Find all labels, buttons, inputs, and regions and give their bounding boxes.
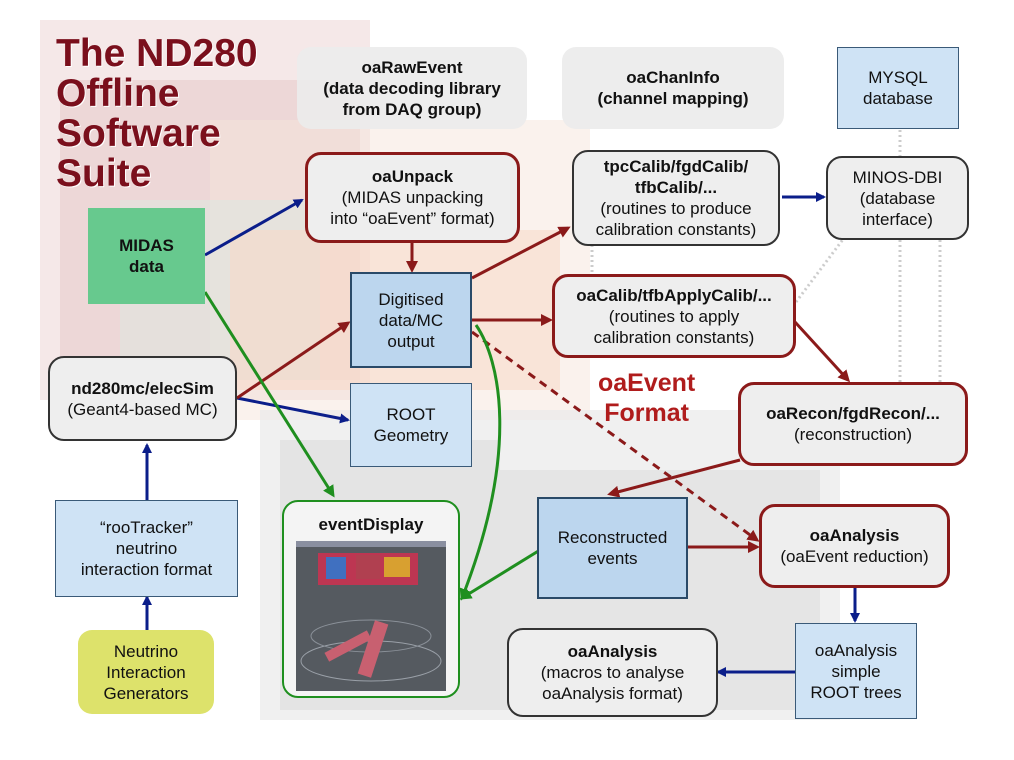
node-oaanalysis-reduction: oaAnalysis (oaEvent reduction) <box>759 504 950 588</box>
node-oaunpack: oaUnpack (MIDAS unpacking into “oaEvent”… <box>305 152 520 243</box>
node-oarecon: oaRecon/fgdRecon/... (reconstruction) <box>738 382 968 466</box>
arrow-nd280mc-to-digitised <box>236 321 351 400</box>
node-oachaninfo: oaChanInfo (channel mapping) <box>562 47 784 129</box>
arrow-digitised-to-oaanalysis-dashed <box>471 330 760 542</box>
node-mysql-database: MYSQL database <box>837 47 959 129</box>
arrow-midas-to-eventdisplay <box>203 291 335 498</box>
node-tpccalib: tpcCalib/fgdCalib/ tfbCalib/... (routine… <box>572 150 780 246</box>
node-oaanalysis-macros: oaAnalysis (macros to analyse oaAnalysis… <box>507 628 718 717</box>
node-oacalib: oaCalib/tfbApplyCalib/... (routines to a… <box>552 274 796 358</box>
node-oarawevent: oaRawEvent (data decoding library from D… <box>297 47 527 129</box>
node-midas-data: MIDAS data <box>88 208 205 304</box>
node-nd280mc-elecsim: nd280mc/elecSim (Geant4-based MC) <box>48 356 237 441</box>
node-minos-dbi: MINOS-DBI (database interface) <box>826 156 969 240</box>
node-reconstructed-events: Reconstructed events <box>537 497 688 599</box>
node-digitised-output: Digitised data/MC output <box>350 272 472 368</box>
node-rootracker-format: “rooTracker” neutrino interaction format <box>55 500 238 597</box>
arrow-oacalib-to-oarecon <box>793 320 851 383</box>
node-eventdisplay: eventDisplay <box>282 500 460 698</box>
arrow-midas-to-oaunpack <box>204 198 304 257</box>
arrow-digitised-to-tpccalib <box>471 226 571 280</box>
arrow-digitised-to-eventdisplay <box>459 324 502 601</box>
arrow-oarecon-to-reconstructed <box>607 458 741 498</box>
event-display-screenshot <box>296 541 446 691</box>
arrow-nd280mc-to-rootgeometry <box>236 396 350 424</box>
arrow-reconstructed-to-eventdisplay <box>459 548 541 600</box>
node-simple-root-trees: oaAnalysis simple ROOT trees <box>795 623 917 719</box>
node-neutrino-generators: Neutrino Interaction Generators <box>78 630 214 714</box>
page-title: The ND280 Offline Software Suite <box>56 32 258 195</box>
oaevent-format-label: oaEvent Format <box>598 369 696 427</box>
node-root-geometry: ROOT Geometry <box>350 383 472 467</box>
